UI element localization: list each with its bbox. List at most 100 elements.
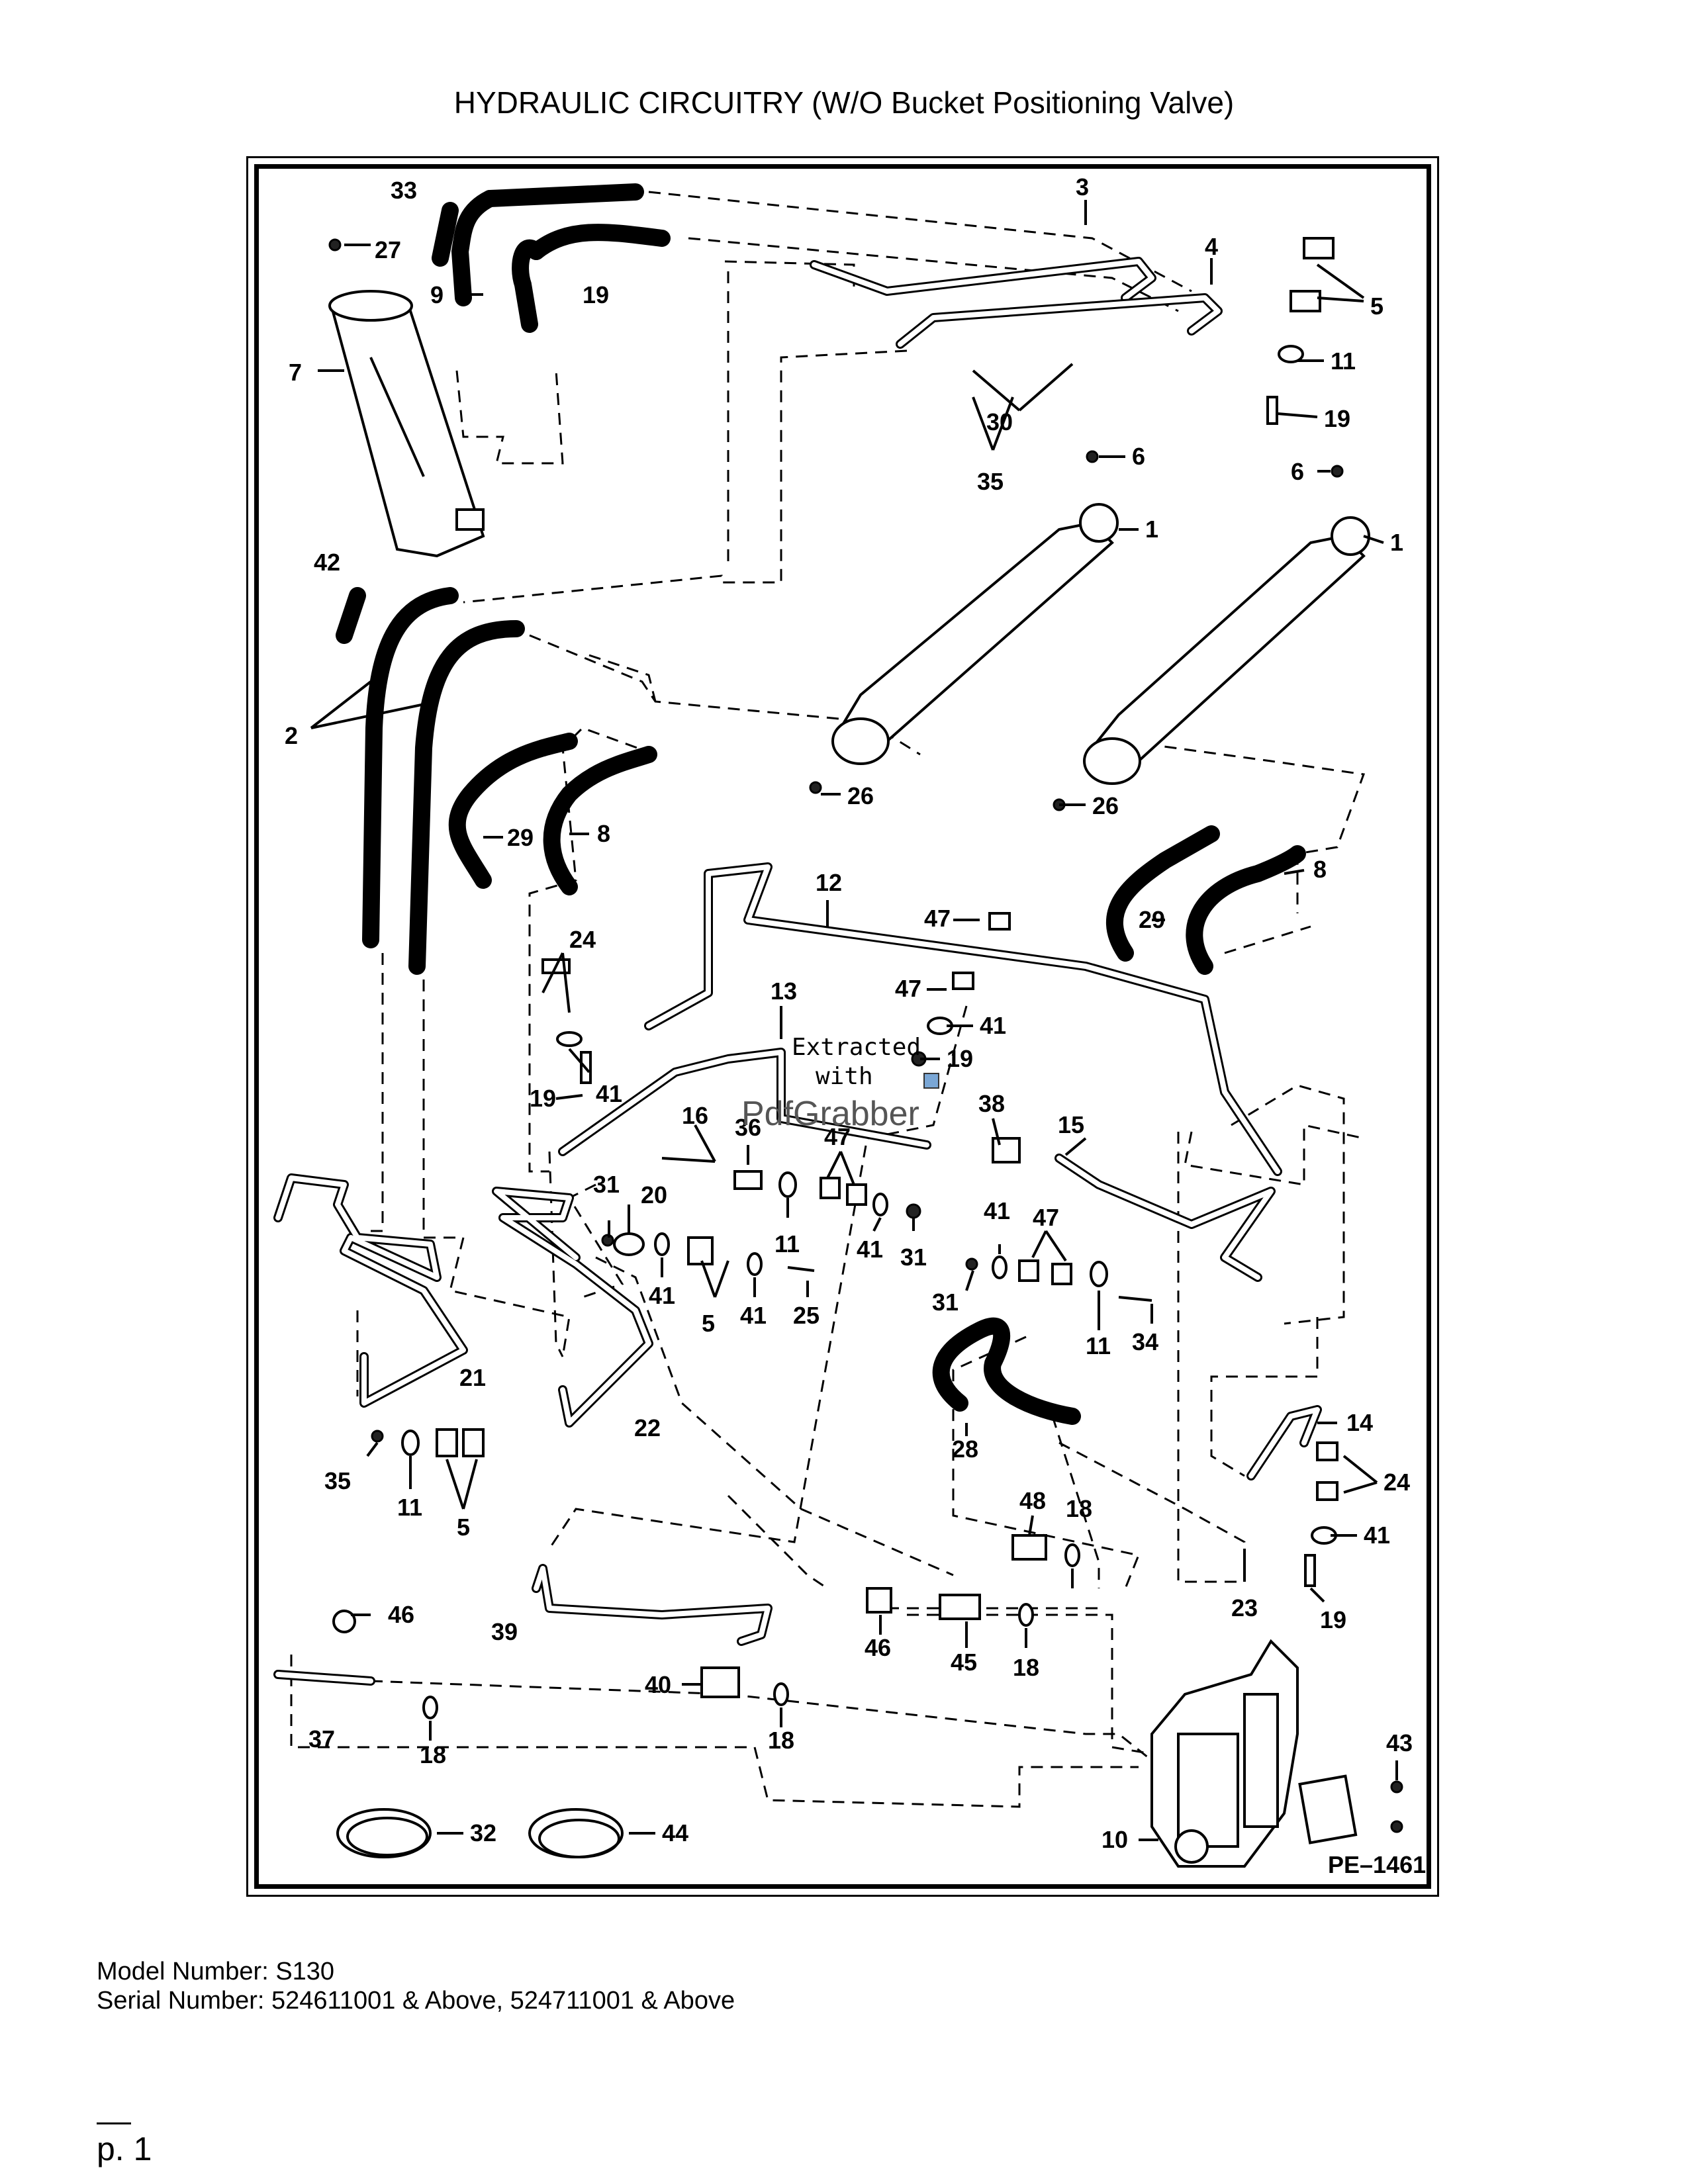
tubing-coils <box>336 1808 624 1858</box>
callout-7: 7 <box>289 359 302 386</box>
callout-39: 39 <box>491 1618 518 1645</box>
callout-31a: 31 <box>593 1171 620 1198</box>
callout-22: 22 <box>634 1414 661 1441</box>
callout-11d: 11 <box>397 1494 422 1521</box>
tilt-cylinder-1a <box>831 503 1119 765</box>
callout-48: 48 <box>1019 1487 1046 1514</box>
hoses <box>336 183 1306 1425</box>
callout-45: 45 <box>951 1649 977 1676</box>
callout-12: 12 <box>816 869 842 896</box>
watermark-line-3: PdfGrabber <box>741 1095 919 1133</box>
watermark-line-1: Extracted <box>792 1034 921 1061</box>
callout-28: 28 <box>952 1435 978 1463</box>
callout-43: 44 <box>662 1819 688 1846</box>
callout-36: 36 <box>735 1114 761 1141</box>
callout-21: 21 <box>459 1364 486 1391</box>
callout-26a: 26 <box>847 782 874 809</box>
callout-3: 3 <box>1076 173 1089 201</box>
control-valve-10 <box>1150 1639 1299 1868</box>
callout-31b: 31 <box>900 1244 927 1271</box>
rigid-tubes <box>273 257 1322 1686</box>
callout-11c: 11 <box>1086 1332 1111 1359</box>
callout-19c: 19 <box>530 1085 556 1112</box>
callout-1b: 1 <box>1390 529 1403 556</box>
callout-13: 13 <box>771 978 797 1005</box>
callout-35a: 35 <box>977 468 1004 495</box>
callout-8b: 8 <box>1313 856 1327 883</box>
model-number: Model Number: S130 <box>97 1958 335 1985</box>
routing-dashed-lines <box>290 191 1366 1808</box>
callout-6b: 6 <box>1291 458 1304 485</box>
callout-27: 27 <box>375 236 401 263</box>
diagram-frame-inner <box>254 164 1431 1889</box>
callout-47a: 47 <box>924 905 951 932</box>
callout-2: 2 <box>285 722 298 749</box>
pdfgrabber-watermark: Extracted with PdfGrabber <box>741 1034 939 1133</box>
callout-19b: 19 <box>947 1045 973 1072</box>
hose-42 <box>336 587 366 644</box>
hose-9-end <box>481 183 644 207</box>
callout-23: 23 <box>1231 1594 1258 1621</box>
callout-41b: 41 <box>596 1080 622 1107</box>
callout-41f: 41 <box>740 1302 767 1329</box>
callout-20: 20 <box>641 1181 667 1208</box>
hose-28 <box>932 1317 1081 1425</box>
page-number: p. 1 <box>97 2130 152 2167</box>
callout-41a: 41 <box>980 1012 1006 1039</box>
hose-29b <box>1105 825 1220 962</box>
callout-47d: 47 <box>1033 1204 1059 1231</box>
callout-38: 38 <box>978 1090 1005 1117</box>
callout-4: 4 <box>1205 233 1218 260</box>
callout-47c: 47 <box>824 1123 851 1150</box>
callout-25: 25 <box>793 1302 820 1329</box>
callout-5a: 5 <box>1370 293 1383 320</box>
callout-16: 16 <box>682 1102 708 1129</box>
callout-24b: 24 <box>1383 1469 1410 1496</box>
hose-29 <box>448 733 578 889</box>
hose-2a <box>362 587 459 948</box>
hose-2b <box>408 620 525 975</box>
callout-32: 33 <box>391 177 417 204</box>
callout-40: 40 <box>645 1671 671 1698</box>
callout-18c: 18 <box>768 1727 794 1754</box>
callout-leaders <box>310 200 1398 1841</box>
tilt-cylinder-1b <box>1083 516 1370 785</box>
callout-19a: 19 <box>1324 405 1350 432</box>
callout-29b: 29 <box>1139 906 1165 933</box>
callout-18d: 18 <box>420 1741 446 1768</box>
callout-5b: 5 <box>702 1310 715 1337</box>
hose-9 <box>451 190 498 306</box>
callout-labels: 3 33 27 9 19 4 5 7 11 30 19 6 35 6 1 1 4… <box>285 173 1426 1878</box>
watermark-line-2: with <box>816 1063 873 1090</box>
callout-10: 10 <box>1102 1826 1128 1853</box>
callout-37: 37 <box>308 1725 335 1752</box>
hose-32 <box>432 202 459 267</box>
callout-19d: 19 <box>1320 1606 1346 1633</box>
callout-34: 34 <box>1132 1328 1158 1355</box>
callout-46a: 46 <box>388 1601 414 1628</box>
hose-17-end <box>528 224 671 260</box>
callout-31c: 31 <box>932 1289 959 1316</box>
figure-code: PE–1461 <box>1328 1851 1426 1878</box>
callout-24a: 24 <box>569 926 596 953</box>
callout-35b: 35 <box>324 1467 351 1494</box>
callout-18a: 18 <box>1066 1495 1092 1522</box>
callout-44: 43 <box>1386 1729 1413 1756</box>
hose-8 <box>543 746 657 895</box>
callout-5c: 5 <box>457 1514 470 1541</box>
callout-6a: 6 <box>1132 443 1145 470</box>
callout-41c: 41 <box>984 1197 1010 1224</box>
callout-41d: 41 <box>857 1236 883 1263</box>
callout-33: 32 <box>470 1819 496 1846</box>
callout-46b: 46 <box>865 1634 891 1661</box>
document-title: HYDRAULIC CIRCUITRY (W/O Bucket Position… <box>453 85 1235 120</box>
callout-17: 19 <box>583 281 609 308</box>
callout-11a: 11 <box>1331 347 1356 375</box>
callout-30: 30 <box>986 408 1013 435</box>
serial-number: Serial Number: 524611001 & Above, 524711… <box>97 1987 735 2015</box>
callout-11b: 11 <box>774 1230 800 1257</box>
watermark-logo-icon <box>923 1073 939 1089</box>
diagram-frame-outer <box>246 156 1439 1897</box>
hose-8b <box>1186 845 1306 975</box>
